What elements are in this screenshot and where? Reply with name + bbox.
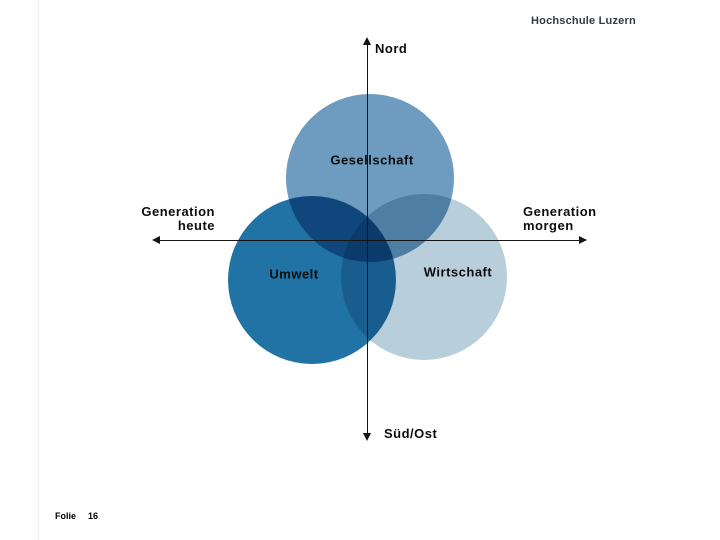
- axis-label-nord: Nord: [375, 41, 408, 56]
- circle-label-umwelt: Umwelt: [269, 266, 319, 282]
- logo-hochschule-luzern: Hochschule Luzern: [531, 15, 636, 27]
- arrow-north-icon: [363, 37, 371, 45]
- axis-label-sued-ost: Süd/Ost: [384, 426, 438, 441]
- axis-vertical-line: [367, 40, 368, 437]
- circle-wirtschaft: [341, 194, 507, 360]
- generation-heute-line1: Generation: [141, 204, 215, 219]
- circle-label-wirtschaft: Wirtschaft: [423, 264, 493, 280]
- circle-label-gesellschaft: Gesellschaft: [330, 152, 414, 168]
- arrow-south-icon: [363, 433, 371, 441]
- generation-morgen-line2: morgen: [523, 218, 574, 233]
- footer-folie-label: Folie: [55, 511, 77, 521]
- axis-label-generation-morgen: Generation morgen: [523, 205, 597, 233]
- slide-left-border: [38, 0, 39, 540]
- generation-morgen-line1: Generation: [523, 204, 597, 219]
- axis-horizontal-line: [154, 240, 584, 241]
- generation-heute-line2: heute: [177, 218, 215, 233]
- footer-page-number: 16: [88, 511, 99, 521]
- slide-footer: Folie 16: [55, 511, 98, 521]
- axis-label-generation-heute: Generation heute: [141, 205, 215, 233]
- arrow-west-icon: [152, 236, 160, 244]
- arrow-east-icon: [579, 236, 587, 244]
